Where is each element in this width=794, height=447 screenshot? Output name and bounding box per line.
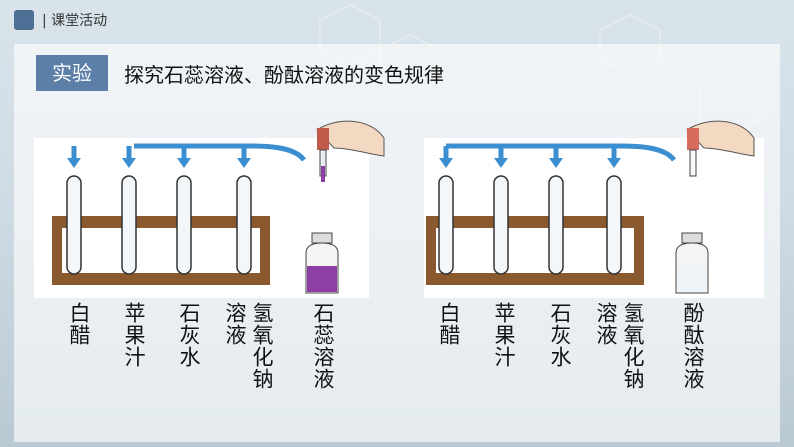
label-left-solution: 溶液 (223, 302, 247, 346)
right-arrowheads (439, 158, 621, 168)
left-arrowheads (67, 158, 251, 168)
experiment-tag: 实验 (36, 55, 108, 91)
left-litmus-bottle (305, 232, 339, 294)
experiment-title: 探究石蕊溶液、酚酞溶液的变色规律 (124, 63, 444, 87)
header-title: | 课堂活动 (42, 13, 108, 29)
left-dropper (316, 120, 385, 182)
right-test-tube-rack (426, 216, 644, 285)
left-arrows (71, 143, 307, 162)
label-left-vinegar: 白醋 (67, 302, 91, 346)
label-right-solution: 溶液 (594, 302, 618, 346)
label-left-sodium-hydroxide: 氢氧化钠 (250, 302, 274, 390)
app-logo-icon (14, 10, 34, 30)
label-left-limewater: 石灰水 (177, 302, 201, 368)
experiment-illustration (34, 120, 764, 298)
left-test-tube-rack (52, 216, 270, 285)
label-right-apple-juice: 苹果汁 (492, 302, 516, 368)
right-test-tubes (438, 175, 622, 275)
label-left-litmus: 石蕊溶液 (311, 302, 335, 390)
label-right-sodium-hydroxide: 氢氧化钠 (621, 302, 645, 390)
left-test-tubes (66, 175, 252, 275)
label-right-phenolphthalein: 酚酞溶液 (681, 302, 705, 390)
label-right-limewater: 石灰水 (548, 302, 572, 368)
label-right-vinegar: 白醋 (437, 302, 461, 346)
right-phenolphthalein-bottle (675, 232, 709, 294)
header-bar: | 课堂活动 (0, 0, 794, 40)
label-left-apple-juice: 苹果汁 (122, 302, 146, 368)
right-dropper (686, 120, 755, 177)
right-arrows (443, 143, 677, 162)
